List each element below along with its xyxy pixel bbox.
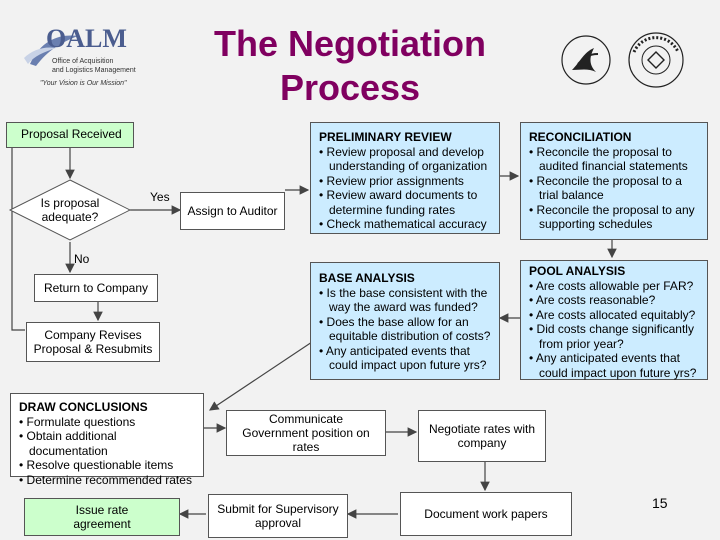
page-number: 15	[652, 495, 668, 511]
decision-diamond	[8, 179, 132, 241]
assign-auditor-box: Assign to Auditor	[180, 192, 285, 230]
oalm-logo: OALM Office of Acquisition and Logistics…	[22, 24, 172, 96]
base-analysis-box: BASE ANALYSIS • Is the base consistent w…	[310, 262, 500, 380]
assign-auditor-label: Assign to Auditor	[187, 204, 278, 218]
document-papers-box: Document work papers	[400, 492, 572, 536]
base-analysis-item: • Is the base consistent with the way th…	[319, 285, 488, 315]
draw-conclusions-item: • Resolve questionable items	[19, 458, 174, 472]
document-papers-label: Document work papers	[424, 507, 548, 521]
logo-motto: "Your Vision is Our Mission"	[40, 80, 127, 87]
negotiate-rates-box: Negotiate rates with company	[418, 410, 546, 462]
reconciliation-heading: RECONCILIATION	[529, 130, 632, 144]
preliminary-item: • Review award documents to determine fu…	[319, 188, 478, 217]
issue-rate-box: Issue rate agreement	[24, 498, 180, 536]
title-line1: The Negotiation	[214, 23, 486, 64]
proposal-received-box: Proposal Received	[6, 122, 134, 148]
communicate-gov-box: Communicate Government position on rates	[226, 410, 386, 456]
communicate-gov-label: Communicate Government position on rates	[242, 412, 370, 454]
preliminary-item: • Review proposal and develop understand…	[319, 144, 488, 174]
reconciliation-box: RECONCILIATION • Reconcile the proposal …	[520, 122, 708, 240]
logo-line2: and Logistics Management	[52, 67, 136, 74]
pool-analysis-item: • Are costs reasonable?	[529, 293, 656, 307]
logo-line1: Office of Acquisition	[52, 58, 114, 65]
issue-rate-label: Issue rate agreement	[73, 503, 131, 531]
is-adequate-label: Is proposal adequate?	[40, 196, 100, 224]
logo-name: OALM	[46, 24, 127, 53]
pool-analysis-box: POOL ANALYSIS • Are costs allowable per …	[520, 260, 708, 380]
submit-supervisory-label: Submit for Supervisory approval	[217, 502, 339, 530]
negotiate-rates-label: Negotiate rates with company	[428, 422, 536, 450]
base-analysis-item: • Any anticipated events that could impa…	[319, 343, 487, 373]
preliminary-item: • Check mathematical accuracy	[319, 217, 487, 231]
return-company-box: Return to Company	[34, 274, 158, 302]
preliminary-review-heading: PRELIMINARY REVIEW	[319, 130, 452, 144]
reconciliation-item: • Reconcile the proposal to a trial bala…	[529, 173, 682, 203]
base-analysis-item: • Does the base allow for an equitable d…	[319, 314, 491, 344]
company-revises-box: Company Revises Proposal & Resubmits	[26, 322, 160, 362]
draw-conclusions-item: • Determine recommended rates	[19, 472, 192, 487]
pool-analysis-item: • Any anticipated events that could impa…	[529, 351, 697, 380]
draw-conclusions-box: DRAW CONCLUSIONS • Formulate questions •…	[10, 393, 204, 487]
page-title: The Negotiation Process	[210, 22, 490, 110]
yes-label: Yes	[150, 190, 170, 204]
no-label: No	[74, 252, 90, 266]
hhs-seal-icon	[561, 35, 611, 85]
title-line2: Process	[279, 67, 421, 108]
swoosh-icon	[24, 35, 78, 66]
proposal-received-label: Proposal Received	[21, 127, 122, 141]
company-revises-label: Company Revises Proposal & Resubmits	[33, 328, 153, 356]
pool-analysis-item: • Are costs allowable per FAR?	[529, 278, 694, 293]
reconciliation-item: • Reconcile the proposal to audited fina…	[529, 144, 688, 174]
return-company-label: Return to Company	[43, 281, 149, 295]
pool-analysis-item: • Are costs allocated equitably?	[529, 307, 696, 322]
preliminary-review-box: PRELIMINARY REVIEW • Review proposal and…	[310, 122, 500, 234]
pool-analysis-heading: POOL ANALYSIS	[529, 264, 626, 278]
nih-seal-icon	[628, 32, 684, 88]
draw-conclusions-item: • Obtain additional documentation	[19, 429, 117, 458]
pool-analysis-item: • Did costs change significantly from pr…	[529, 322, 694, 351]
preliminary-item: • Review prior assignments	[319, 173, 464, 188]
draw-conclusions-heading: DRAW CONCLUSIONS	[19, 400, 148, 414]
submit-supervisory-box: Submit for Supervisory approval	[208, 494, 348, 538]
base-analysis-heading: BASE ANALYSIS	[319, 271, 415, 285]
reconciliation-item: • Reconcile the proposal to any supporti…	[529, 202, 695, 232]
draw-conclusions-item: • Formulate questions	[19, 414, 136, 429]
